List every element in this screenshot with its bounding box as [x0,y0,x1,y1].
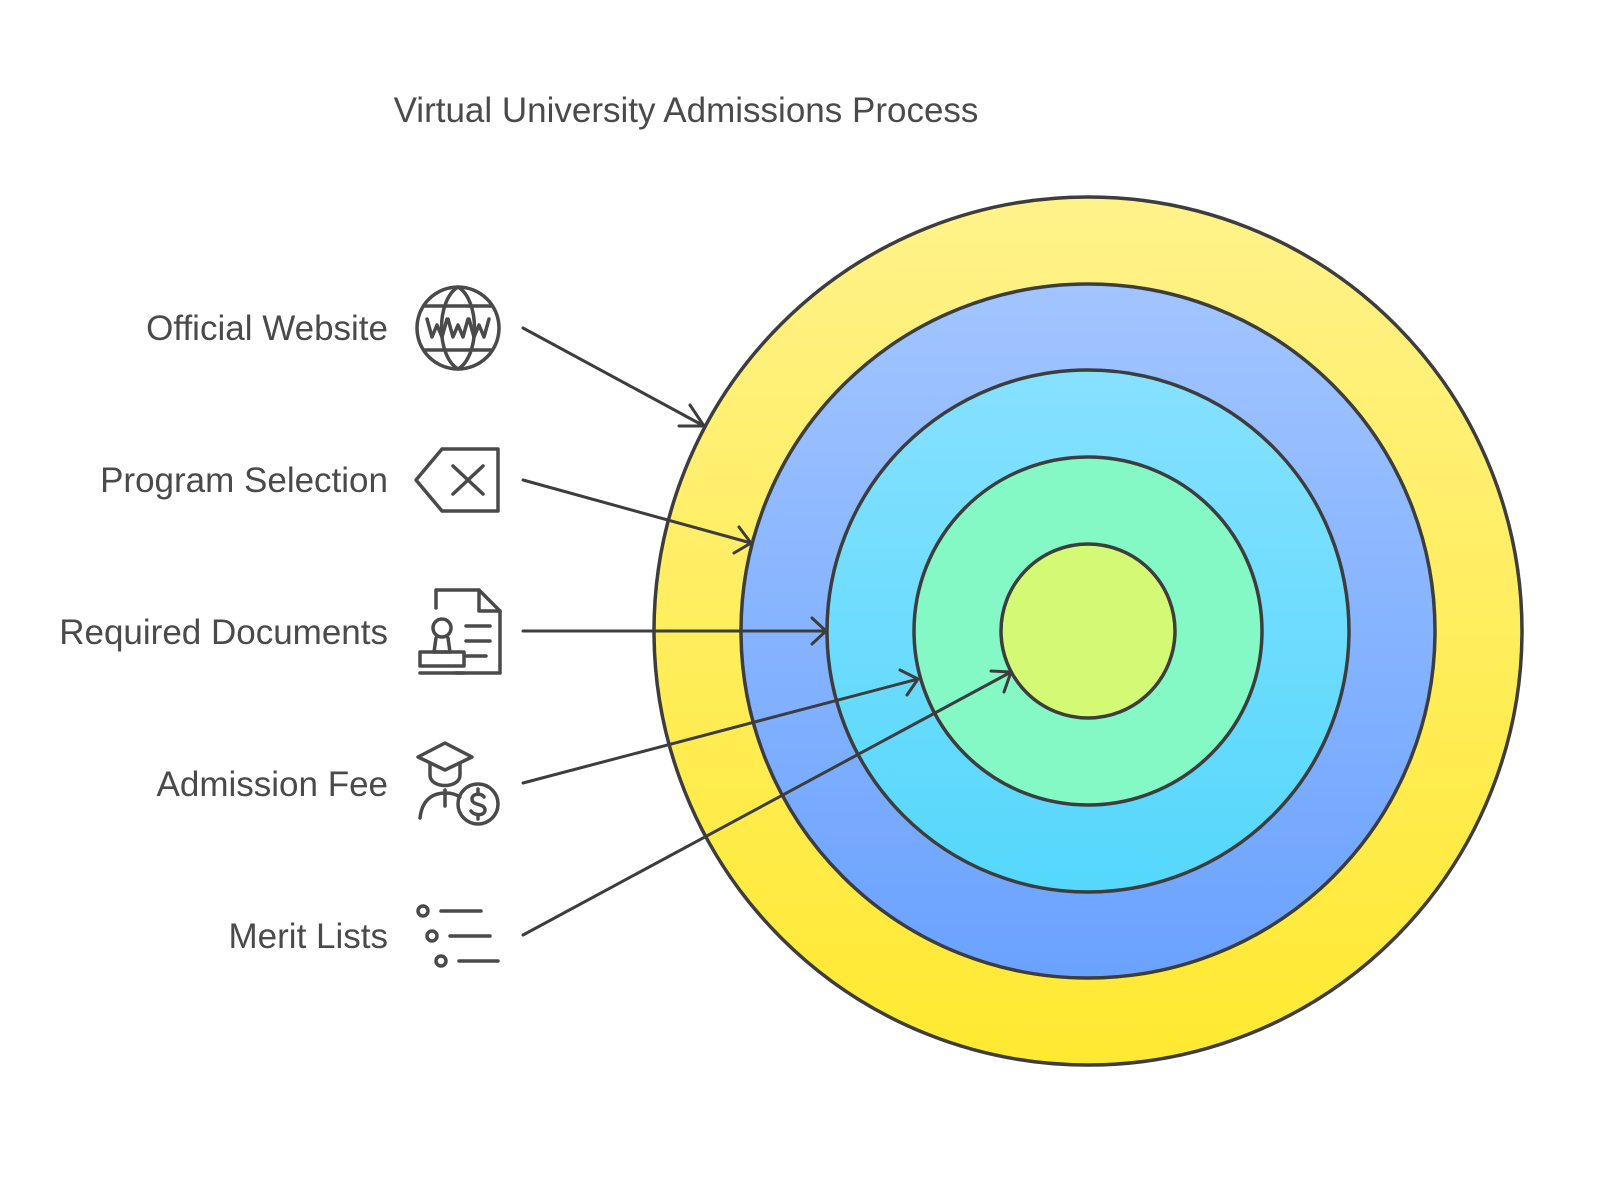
www-globe-icon [415,285,501,371]
layer-label-required-documents: Required Documents [59,613,388,652]
arrow-admission-fee [521,668,920,785]
diagram-title: Virtual University Admissions Process [394,91,979,130]
list-icon [416,904,500,968]
arrow-official-website [521,326,706,428]
backspace-icon [414,447,500,513]
layer-label-admission-fee: Admission Fee [157,765,388,804]
ring-merit-lists [999,542,1177,720]
arrow-program-selection [521,478,753,555]
document-stamp-icon [418,588,502,675]
layer-label-program-selection: Program Selection [100,461,388,500]
arrow-required-documents [521,616,828,646]
target-rings [652,195,1524,1067]
graduate-fee-icon [416,741,500,826]
layer-label-merit-lists: Merit Lists [229,917,388,956]
arrow-merit-lists [521,669,1013,937]
layer-label-official-website: Official Website [146,309,388,348]
